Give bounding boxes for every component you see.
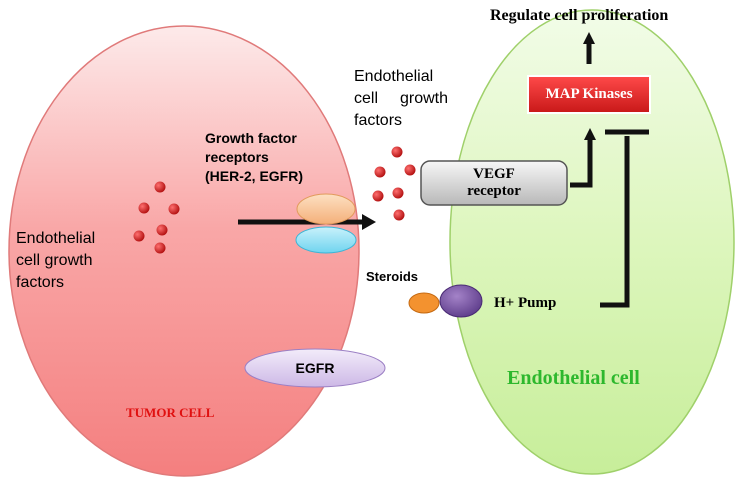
vegf-to-map-arrow: [570, 128, 596, 188]
growth-factor-dot: [391, 146, 403, 158]
vegf-receptor-line: VEGF: [473, 166, 515, 182]
egfr-ellipse: [244, 348, 386, 388]
vegf-receptor-label: VEGF receptor: [421, 161, 567, 205]
secreted-growth-factor-dots: [372, 146, 416, 221]
receptors-label-line: receptors: [205, 149, 269, 165]
growth-factor-dot: [168, 203, 180, 215]
endothelial-cell: [449, 9, 735, 475]
growth-factor-dot: [154, 181, 166, 193]
receptor-signal-arrow: [238, 214, 376, 230]
endothelial-cell-label: Endothelial cell: [507, 367, 640, 389]
receptor-upper: [296, 193, 356, 225]
tumor-growth-factors-line: Endothelial: [16, 230, 96, 247]
map-kinases-label: MAP Kinases: [545, 86, 633, 102]
growth-factor-dot: [392, 187, 404, 199]
tumor-growth-factor-dots: [133, 181, 180, 254]
growth-factor-dot: [154, 242, 166, 254]
receptor-lower: [295, 226, 357, 254]
secreted-factors-word: growth: [399, 90, 448, 107]
pump-inhibition-line: [600, 129, 649, 308]
secreted-factors-word: cell: [354, 90, 379, 107]
tumor-cell-label: TUMOR CELL: [126, 405, 215, 420]
tumor-growth-factors-text: Endothelial cell growth factors: [16, 228, 95, 294]
growth-factor-dot: [138, 202, 150, 214]
tumor-growth-factors-line: cell growth: [16, 252, 93, 269]
pump-label: H+ Pump: [494, 295, 557, 311]
growth-factor-dot: [372, 190, 384, 202]
secreted-factors-word: Endothelial: [354, 68, 434, 85]
steroid-molecule: [408, 292, 440, 314]
h-pump-molecule: [439, 284, 483, 318]
receptors-label: Growth factor receptors (HER-2, EGFR): [205, 129, 303, 186]
vegf-receptor-line: receptor: [467, 183, 521, 199]
diagram-title: Regulate cell proliferation: [490, 7, 669, 24]
tumor-growth-factors-line: factors: [16, 274, 65, 291]
receptors-label-line: (HER-2, EGFR): [205, 168, 303, 184]
secreted-factors-text: Endothelial cell growth factors: [354, 66, 448, 132]
steroids-label: Steroids: [366, 269, 419, 284]
growth-factor-dot: [393, 209, 405, 221]
receptors-label-line: Growth factor: [205, 130, 297, 146]
proliferation-arrow: [583, 32, 595, 64]
vegf-receptor-box: [420, 160, 568, 206]
egfr-label: EGFR: [295, 360, 335, 376]
growth-factor-dot: [156, 224, 168, 236]
map-kinases-box: [527, 75, 651, 114]
growth-factor-dot: [374, 166, 386, 178]
growth-factor-dot: [404, 164, 416, 176]
growth-factor-dot: [133, 230, 145, 242]
secreted-factors-word: factors: [354, 112, 403, 129]
